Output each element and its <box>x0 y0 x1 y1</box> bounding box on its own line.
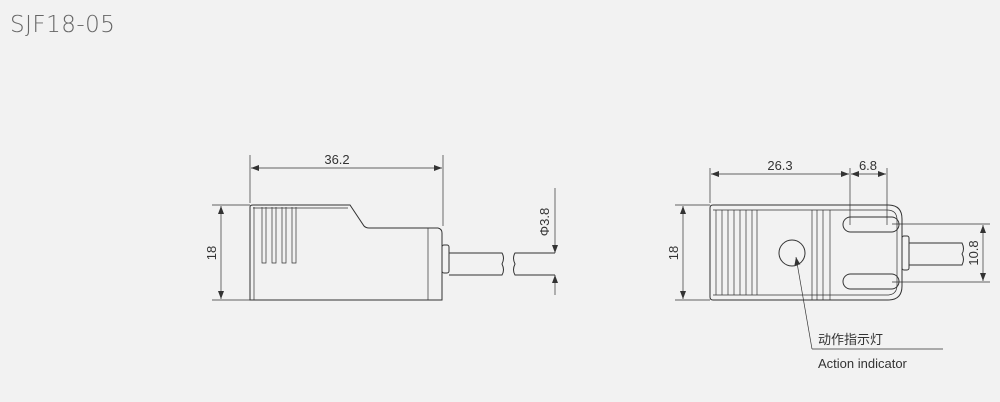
dim-length-to-slot: 26.3 <box>767 158 792 173</box>
dim-height: 18 <box>204 246 219 260</box>
dim-height: 18 <box>666 246 681 260</box>
side-body-outline <box>249 204 443 301</box>
callout-leader <box>794 256 813 350</box>
grip-ribs <box>715 210 831 300</box>
mounting-slot-upper <box>842 216 900 233</box>
cooling-fins <box>261 207 297 264</box>
model-title: SJF18-05 <box>10 12 116 38</box>
dim-slot-pitch: 10.8 <box>966 240 981 265</box>
cable-gland <box>441 244 450 274</box>
dim-slot-width: 6.8 <box>859 158 877 173</box>
action-indicator-led <box>778 239 806 267</box>
callout-label-en: Action indicator <box>818 356 908 371</box>
top-view: 26.3 6.8 18 10.8 动作指示灯 Action indicator <box>666 158 990 371</box>
cable <box>909 242 964 266</box>
mounting-slot-lower <box>842 273 900 290</box>
cable <box>449 252 504 276</box>
side-view: 36.2 18 Φ3.8 <box>204 152 558 301</box>
top-body-outline <box>709 204 903 301</box>
callout-label-cn: 动作指示灯 <box>818 332 883 347</box>
cable-gland <box>901 235 910 271</box>
dim-length: 36.2 <box>324 152 349 167</box>
dim-cable-diameter: Φ3.8 <box>537 208 552 236</box>
